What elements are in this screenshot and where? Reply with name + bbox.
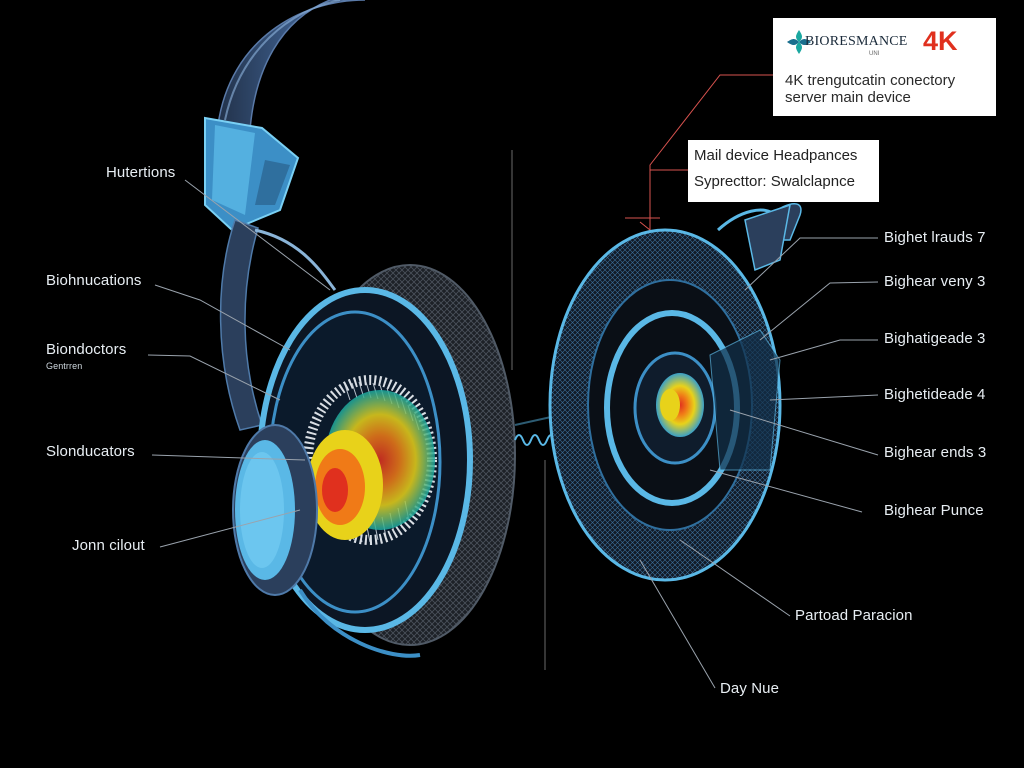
label-right-5: Bighear ends 3 xyxy=(884,444,987,461)
label-right-2: Bighear veny 3 xyxy=(884,273,986,290)
label-right-1: Bighet lrauds 7 xyxy=(884,229,986,246)
label-right-4: Bighetideade 4 xyxy=(884,386,986,403)
right-earcup xyxy=(548,203,791,582)
device-info-line-2: Syprecttor: Swalclapnce xyxy=(694,173,855,190)
callout-leaders xyxy=(625,74,773,231)
label-right-6: Bighear Punce xyxy=(884,502,984,519)
label-slonducators: Slonducators xyxy=(46,443,135,460)
leader-lines-left xyxy=(147,179,331,548)
brand-subtitle: UNI xyxy=(869,51,880,57)
left-slider xyxy=(204,116,300,232)
brand-info-panel: BIORESMANCE UNI 4K 4K trengutcatin conec… xyxy=(773,18,996,116)
label-gentrren: Gentrren xyxy=(46,361,83,371)
left-earcup xyxy=(232,264,516,658)
brand-info-line-2: server main device xyxy=(785,89,911,106)
brand-name: BIORESMANCE xyxy=(805,34,908,49)
label-right-3: Bighatigeade 3 xyxy=(884,330,986,347)
brand-info-line-1: 4K trengutcatin conectory xyxy=(785,72,956,89)
label-jonn-cilout: Jonn cilout xyxy=(72,537,145,554)
label-partoad-paracion: Partoad Paracion xyxy=(795,607,913,624)
label-biondoctors: Biondoctors xyxy=(46,341,127,358)
label-day-nue: Day Nue xyxy=(720,680,780,697)
leader-lines-right xyxy=(639,237,879,689)
label-biohnucations: Biohnucations xyxy=(46,272,142,289)
headband xyxy=(217,0,802,241)
brand-logo-icon xyxy=(787,30,811,54)
resolution-badge: 4K xyxy=(923,26,958,56)
label-hutertions: Hutertions xyxy=(106,164,176,181)
device-info-line-1: Mail device Headpances xyxy=(694,147,858,164)
device-info-panel: Mail device Headpances Syprecttor: Swalc… xyxy=(688,140,879,202)
